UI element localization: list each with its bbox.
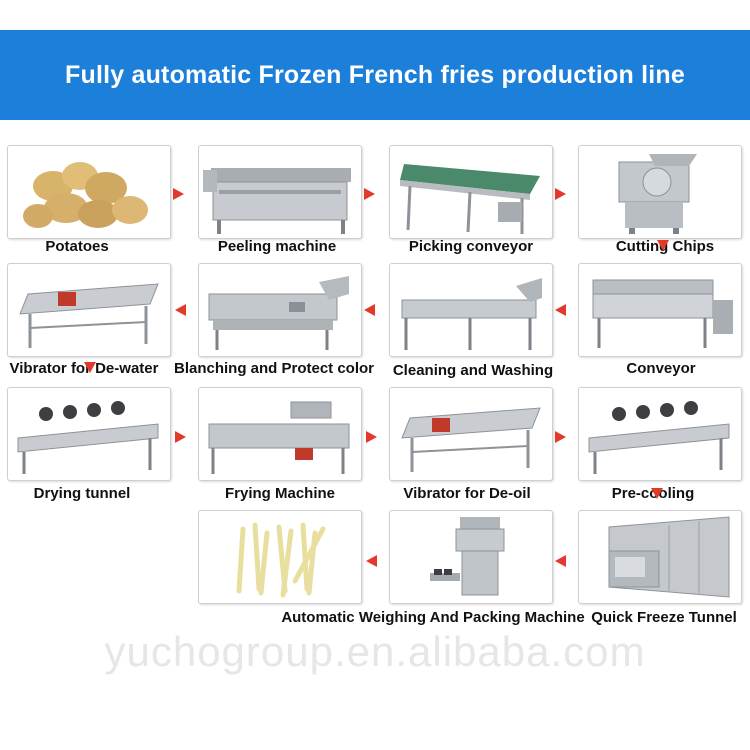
peeling-machine-image — [203, 168, 351, 234]
vibrator-image — [19, 283, 159, 348]
step-card-conveyor — [578, 263, 742, 357]
step-card-picking-conveyor — [389, 145, 553, 239]
flow-arrow-right — [173, 188, 184, 200]
step-label-picking-conveyor: Picking conveyor — [408, 238, 534, 255]
flow-arrow-down — [84, 362, 96, 373]
flow-arrow-right — [555, 431, 566, 443]
flow-arrow-right — [366, 431, 377, 443]
step-card-quick-freeze-tunnel — [578, 510, 742, 604]
cutting-machine-image — [618, 154, 697, 234]
step-label-quick-freeze-tunnel: Quick Freeze Tunnel — [591, 609, 737, 626]
step-label-peeling-machine: Peeling machine — [217, 238, 337, 255]
potatoes-image — [23, 162, 148, 228]
flow-arrow-down — [657, 240, 669, 251]
flow-arrow-down — [651, 488, 663, 499]
step-card-peeling-machine — [198, 145, 362, 239]
frying-machine-image — [208, 401, 350, 474]
watermark: yuchogroup.en.alibaba.com — [104, 628, 646, 675]
step-label-cleaning-washing: Cleaning and Washing — [392, 362, 554, 379]
step-card-cleaning-washing — [389, 263, 553, 357]
step-card-cutting-chips — [578, 145, 742, 239]
step-label-conveyor: Conveyor — [626, 360, 696, 377]
step-card-weighing-packing — [389, 510, 553, 604]
flow-arrow-right — [364, 188, 375, 200]
step-label-vibrator-de-oil: Vibrator for De-oil — [403, 485, 531, 502]
flow-arrow-left — [366, 555, 377, 567]
blanching-machine-image — [208, 276, 349, 350]
flow-arrow-left — [175, 304, 186, 316]
step-card-pre-cooling — [578, 387, 742, 481]
pre-cooling-image — [588, 401, 730, 474]
step-card-frying-machine — [198, 387, 362, 481]
step-card-drying-tunnel — [7, 387, 171, 481]
step-card-potatoes — [7, 145, 171, 239]
flow-arrow-right — [175, 431, 186, 443]
conveyor-image — [592, 279, 733, 348]
vibrator-image — [401, 407, 541, 472]
flow-arrow-left — [555, 555, 566, 567]
flow-arrow-left — [555, 304, 566, 316]
step-card-vibrator-de-oil — [389, 387, 553, 481]
flow-arrow-right — [555, 188, 566, 200]
french-fries-image — [236, 522, 326, 598]
title-banner: Fully automatic Frozen French fries prod… — [0, 30, 750, 120]
step-card-frozen-fries — [198, 510, 362, 604]
step-label-drying-tunnel: Drying tunnel — [33, 485, 131, 502]
step-card-vibrator-de-water — [7, 263, 171, 357]
freeze-tunnel-image — [608, 516, 730, 598]
step-label-frying-machine: Frying Machine — [224, 485, 336, 502]
washing-machine-image — [401, 278, 542, 350]
packing-machine-image — [430, 517, 505, 596]
step-label-weighing-packing: Automatic Weighing And Packing Machine — [281, 609, 585, 626]
drying-tunnel-image — [17, 401, 159, 474]
picking-conveyor-image — [400, 164, 540, 234]
step-card-blanching — [198, 263, 362, 357]
flow-arrow-left — [364, 304, 375, 316]
page-title: Fully automatic Frozen French fries prod… — [65, 60, 685, 89]
step-label-potatoes: Potatoes — [45, 238, 109, 255]
step-label-blanching: Blanching and Protect color — [173, 360, 375, 377]
